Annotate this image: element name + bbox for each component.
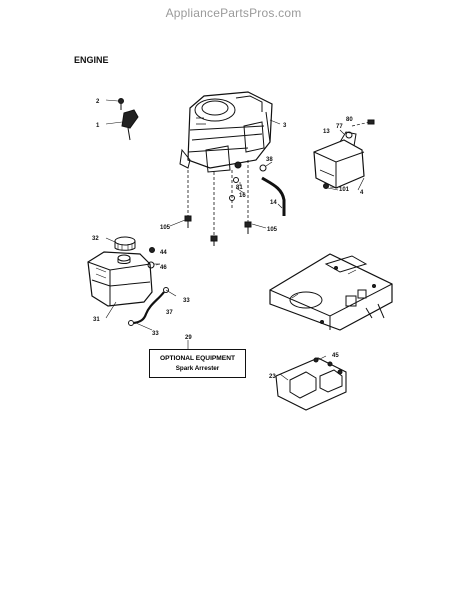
muffler-part bbox=[313, 119, 375, 191]
callout-13: 13 bbox=[323, 129, 330, 135]
frame-plate-part bbox=[269, 253, 393, 331]
heat-shield-part bbox=[275, 357, 347, 411]
section-title: ENGINE bbox=[74, 55, 109, 65]
callout-105-left: 105 bbox=[160, 225, 171, 231]
callout-44: 44 bbox=[160, 250, 167, 256]
fuel-line-part bbox=[229, 161, 286, 216]
callout-77: 77 bbox=[336, 124, 343, 130]
callout-3: 3 bbox=[283, 123, 287, 129]
callout-29: 29 bbox=[185, 335, 192, 341]
callout-14: 14 bbox=[270, 200, 277, 206]
mounting-lines bbox=[187, 160, 249, 236]
callout-37: 37 bbox=[166, 310, 173, 316]
callout-32: 32 bbox=[92, 236, 99, 242]
optional-equipment-label: OPTIONAL EQUIPMENT bbox=[160, 355, 235, 362]
site-watermark: AppliancePartsPros.com bbox=[165, 6, 302, 20]
fuel-cap-part bbox=[114, 236, 136, 251]
callout-4: 4 bbox=[360, 190, 364, 196]
callout-2: 2 bbox=[96, 99, 100, 105]
callout-46: 46 bbox=[160, 265, 167, 271]
fuel-tank-part bbox=[87, 251, 153, 307]
callout-31: 31 bbox=[93, 317, 100, 323]
callout-81: 81 bbox=[236, 185, 243, 191]
ignition-switch-part bbox=[118, 98, 139, 141]
callout-80: 80 bbox=[346, 117, 353, 123]
callout-33-lower: 33 bbox=[152, 331, 159, 337]
callout-38: 38 bbox=[266, 157, 273, 163]
mounting-bolts-part bbox=[169, 215, 267, 246]
callout-45: 45 bbox=[332, 353, 339, 359]
engine-block-part bbox=[179, 91, 273, 173]
callout-101: 101 bbox=[339, 187, 350, 193]
fuel-hose-part bbox=[128, 287, 177, 326]
spark-arrester-label: Spark Arrester bbox=[175, 365, 220, 372]
optional-equipment-box: OPTIONAL EQUIPMENT Spark Arrester bbox=[149, 349, 246, 378]
callout-33-upper: 33 bbox=[183, 298, 190, 304]
callout-1: 1 bbox=[96, 123, 100, 129]
callout-16: 16 bbox=[239, 193, 246, 199]
callout-105-right: 105 bbox=[267, 227, 278, 233]
callout-23: 23 bbox=[269, 374, 276, 380]
